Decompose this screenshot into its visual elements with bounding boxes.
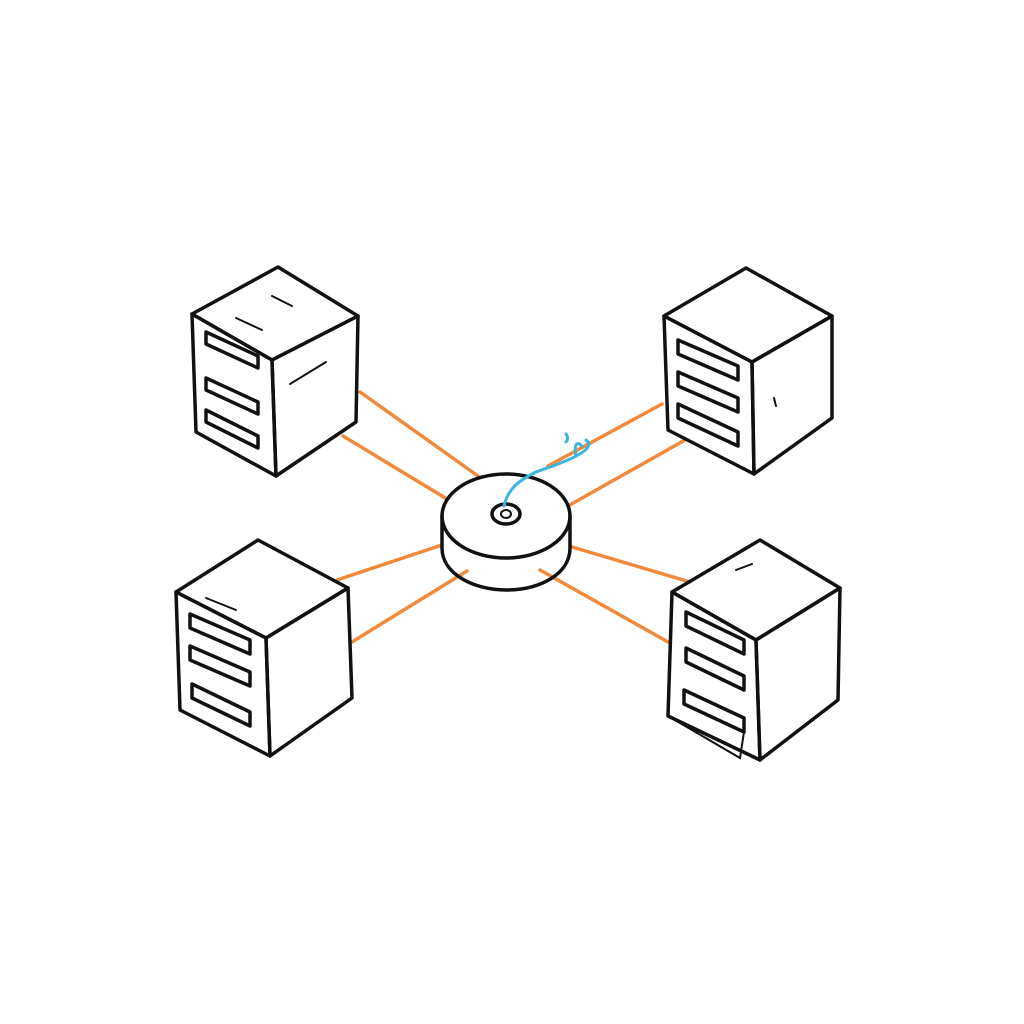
server-side-detail [289,361,327,385]
link-bottom-left-a [335,543,444,582]
link-top-right-b [566,438,687,508]
server-side-face [264,586,354,758]
wireless-signal-icon [502,432,591,508]
hub-body [440,514,572,592]
server-side-face [270,314,360,478]
link-top-left-b [341,434,449,501]
server-bottom-left [174,538,354,758]
server-top-right [662,266,834,476]
signal-spark [564,432,569,444]
server-bottom-right [666,538,842,762]
server-top-face [174,538,350,640]
server-top-texture [235,295,293,331]
server-page-curl [667,715,745,760]
network-hub [440,472,572,592]
server-top-face [670,538,842,642]
server-top-texture [735,563,753,571]
server-drive-slots [188,612,252,728]
connection-links [335,390,692,644]
link-top-left-a [358,390,480,478]
signal-strand-2 [573,442,584,458]
server-drive-slots [676,338,740,448]
server-top-face [190,265,360,362]
server-top-left [190,265,360,478]
link-bottom-right-a [570,545,692,584]
server-side-face [750,314,834,476]
server-drive-slots [204,330,260,450]
link-bottom-right-b [538,568,670,644]
server-top-texture [205,597,237,611]
link-top-right-a [546,402,664,468]
link-bottom-left-b [350,569,469,644]
signal-strand [502,438,591,508]
hub-top [440,472,572,560]
hub-port-center [500,509,512,519]
server-side-face [754,586,842,762]
server-top-face [662,266,834,364]
server-side-detail [773,397,777,407]
